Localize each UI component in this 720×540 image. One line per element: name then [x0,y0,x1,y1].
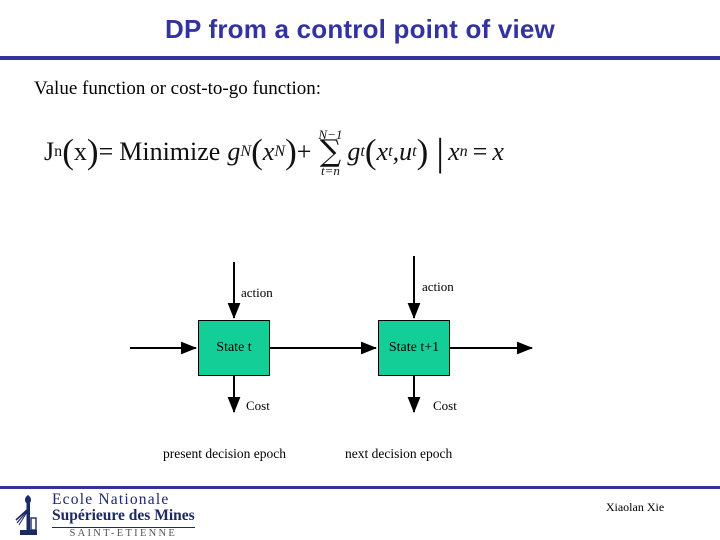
formula-plus: + [296,137,312,167]
formula-sum-upper: N−1 [318,127,343,142]
page-title: DP from a control point of view [165,14,555,44]
logo-wordmark: Ecole Nationale Supérieure des Mines SAI… [52,492,195,539]
formula-term-paren-close: ) [285,132,297,172]
formula-summation: N−1 ∑ t=n [318,128,342,177]
formula-lhs-arg: x [73,137,87,167]
label-cost-state-t1: Cost [433,398,457,413]
sigma-icon: ∑ [319,134,342,169]
formula-stage-arg2: u [399,137,413,167]
formula-term-paren-open: ( [251,132,263,172]
formula-stage-arg2-sub: t [412,143,417,161]
label-action-state-t1: action [422,279,454,294]
formula-terminal-arg-sub: N [274,143,286,161]
footer-divider [0,486,720,489]
state-box-t-plus-1[interactable]: State t+1 [378,320,450,376]
formula-conditional-bar: | [436,130,445,174]
label-next-decision-epoch: next decision epoch [345,446,453,461]
mine-headframe-icon [15,495,37,535]
formula-stage-arg1: x [376,137,389,167]
label-cost-state-t: Cost [246,398,270,413]
logo-line-1: Ecole Nationale [52,491,170,508]
formula-cond-var: x [448,137,460,167]
formula-paren-close: ) [86,132,99,172]
state-box-t[interactable]: State t [198,320,270,376]
formula-cond-sub: n [459,143,468,161]
formula-stage-sub: t [360,143,365,161]
formula-stage-paren-open: ( [364,132,377,172]
subtitle-text: Value function or cost-to-go function: [34,78,322,99]
formula-terminal-fn: g [227,137,241,167]
title-divider [0,56,720,60]
formula-sum-lower: t=n [320,162,340,178]
formula-stage-fn: g [347,137,361,167]
formula-lhs-sub: n [54,143,63,161]
formula-cond-value: x [492,137,504,167]
formula-operator: Minimize [119,137,221,167]
label-action-state-t: action [241,285,273,300]
formula-lhs-fn: J [44,137,55,167]
formula-comma: , [392,137,400,167]
logo-line-2: Supérieure des Mines [52,506,195,524]
formula-cond-equals: = [472,137,488,167]
formula-paren-open: ( [62,132,74,172]
logo-line-3: SAINT-ETIENNE [52,526,195,540]
formula-stage-arg1-sub: t [388,143,393,161]
formula-equals: = [98,137,114,167]
formula-terminal-arg: x [262,137,275,167]
label-present-decision-epoch: present decision epoch [163,446,286,461]
author-name: Xiaolan Xie [605,500,665,514]
formula-terminal-sub: N [240,143,252,161]
institution-logo: Ecole Nationale Supérieure des Mines SAI… [10,492,195,538]
formula-stage-paren-close: ) [416,132,429,172]
